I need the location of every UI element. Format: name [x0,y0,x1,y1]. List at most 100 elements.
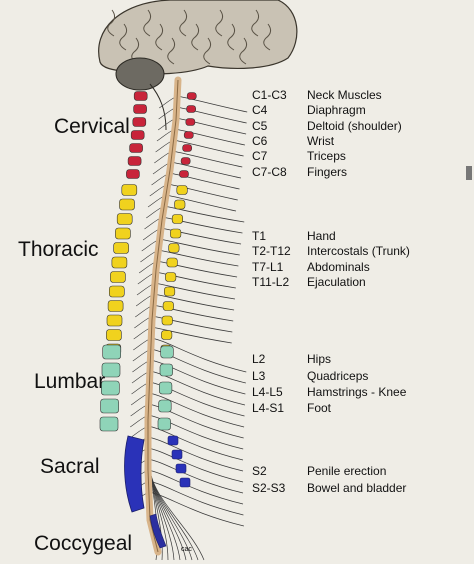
nerve-right [148,403,244,439]
nerve-right [149,370,246,406]
artist-signature: cac [181,546,192,553]
nerve-right [152,315,233,333]
brain-fold [203,37,212,65]
thoracic-vertebra-body [116,213,133,225]
brain-fold [155,23,164,51]
nerve-right [147,436,244,472]
function-label: Neck Muscles [307,88,382,102]
thoracic-vertebra-process [166,257,178,268]
lumbar-vertebra-process [159,381,173,395]
nerve-right [147,447,244,483]
lumbar-vertebra-body [101,380,120,396]
segment-label: C5 [252,119,268,133]
nerve-right [157,260,238,278]
function-label: Wrist [307,134,335,148]
nerve-right [159,238,240,256]
nerve-right [151,337,247,373]
segment-label: C1-C3 [252,88,287,102]
brain-fold [143,9,152,37]
function-label: Quadriceps [307,369,369,383]
function-label: Hips [307,352,332,366]
sacral-process [171,449,183,460]
nerve-right [172,150,243,168]
cauda-equina-nerve [149,469,205,561]
nerve-right [158,249,239,267]
nerve-right [173,139,244,157]
brain-fold [167,37,176,65]
segment-label: T11-L2 [252,275,290,289]
sacral-process [167,435,179,446]
cervical-vertebra-process [185,118,196,126]
spinal-cord [144,76,182,556]
nerve-right [147,425,244,461]
region-label-coccygeal: Coccygeal [34,532,133,555]
lumbar-vertebra-process [157,417,171,431]
nerve-right [153,304,234,322]
nerve-right [169,172,240,190]
thoracic-vertebra-body [111,256,128,269]
nerve-right [155,271,236,289]
cerebellum [115,57,165,91]
nerve-right [154,293,235,311]
cervical-vertebra-body [132,117,147,127]
segment-label: L4-L5 [252,385,283,399]
brain-fold [179,9,188,37]
nerve-right [174,128,246,146]
function-label: Intercostals (Trunk) [307,244,410,258]
nerve-right [149,392,245,428]
thoracic-vertebra-body [106,329,122,341]
thoracic-vertebra-body [109,285,125,298]
brainstem-outline [149,83,167,131]
brain-drawing [98,0,298,131]
nerve-right [170,161,242,179]
function-label: Deltoid (shoulder) [307,119,402,133]
thoracic-vertebra-body [106,314,123,327]
thoracic-vertebra-body [110,271,126,283]
brain-fold [227,23,236,51]
cervical-vertebra-body [133,91,148,101]
brain-fold [191,23,200,51]
thoracic-vertebra-body [119,198,135,211]
nerve-right [149,381,245,417]
function-label: Abdominals [307,260,370,274]
segment-label: S2 [252,464,267,478]
segment-label: T7-L1 [252,260,284,274]
lumbar-vertebra-body [100,398,119,414]
segment-label: L2 [252,352,266,366]
coccyx [149,513,167,549]
segment-label: C7 [252,149,268,163]
thoracic-vertebra-process [170,228,182,239]
function-label: Ejaculation [307,275,366,289]
brain-fold [215,9,224,37]
thoracic-vertebra-process [161,330,173,340]
lumbar-vertebra-body [101,362,121,378]
nerve-right [176,106,247,124]
thoracic-vertebra-body [107,300,124,312]
nerve-right [150,359,246,395]
segment-label: S2-S3 [252,481,286,495]
thoracic-vertebra-process [164,286,176,297]
brain-fold [107,9,116,37]
function-label: Triceps [307,149,346,163]
edge-mark [466,166,472,180]
function-label: Hand [307,229,336,243]
segment-label: C7-C8 [252,165,287,179]
sacral-process [179,477,191,488]
cervical-vertebra-body [129,143,143,153]
thoracic-vertebra-process [161,315,173,326]
lumbar-vertebra-process [158,399,172,413]
region-label-sacral: Sacral [40,455,100,478]
segment-label: L4-S1 [252,401,285,415]
nerve-right [148,480,244,516]
cervical-vertebra-process [180,157,191,165]
nerve-right [176,117,247,135]
nerve-right [167,183,238,201]
segment-label: L3 [252,369,266,383]
sacral-process [175,463,187,474]
nerve-right [150,348,246,384]
function-label: Penile erection [307,464,387,478]
function-label: Hamstrings - Knee [307,385,407,399]
segment-label: T1 [252,229,267,243]
